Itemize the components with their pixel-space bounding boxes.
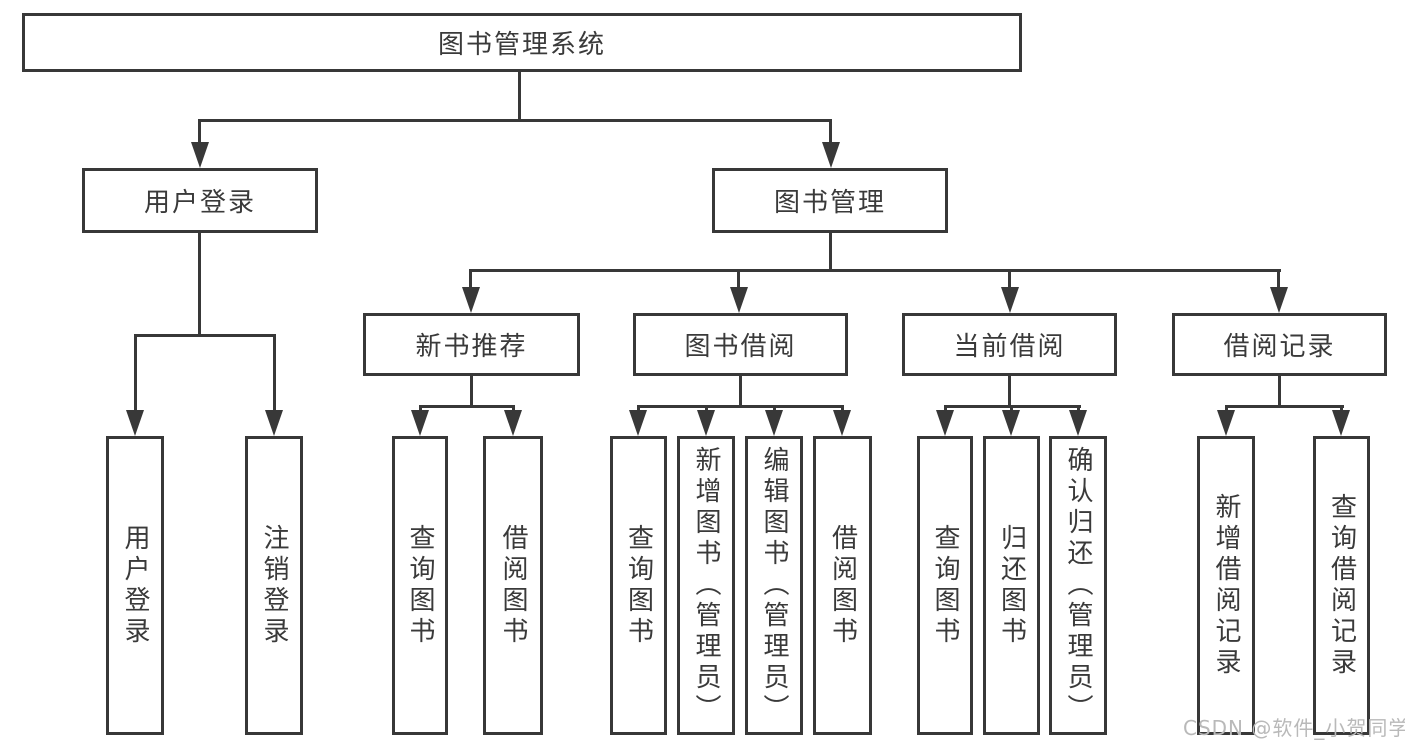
connector-bar bbox=[1225, 405, 1344, 408]
node-new-book-recommend: 新书推荐 bbox=[363, 313, 580, 376]
connector-to-borrow-records bbox=[1277, 269, 1280, 289]
connector-drop bbox=[1010, 405, 1013, 413]
connector-root-bar bbox=[198, 119, 832, 122]
arrow-down-icon bbox=[504, 410, 522, 436]
node-borrow-records: 借阅记录 bbox=[1172, 313, 1387, 376]
arrow-down-icon bbox=[191, 142, 209, 168]
connector-drop bbox=[1340, 405, 1343, 413]
arrow-down-icon bbox=[265, 410, 283, 436]
leaf-edit-books-admin: 编辑图书（管理员） bbox=[745, 436, 803, 735]
node-root-library-management-system: 图书管理系统 bbox=[22, 13, 1022, 72]
connector-drop bbox=[841, 405, 844, 413]
connector-stem bbox=[1008, 376, 1011, 408]
connector-drop bbox=[1225, 405, 1228, 413]
arrow-down-icon bbox=[822, 142, 840, 168]
leaf-confirm-return-admin: 确认归还（管理员） bbox=[1049, 436, 1107, 735]
node-book-borrowing: 图书借阅 bbox=[633, 313, 848, 376]
leaf-query-books-recommend: 查询图书 bbox=[392, 436, 448, 735]
arrow-down-icon bbox=[126, 410, 144, 436]
connector-stem bbox=[739, 376, 742, 408]
leaf-label: 查询图书 bbox=[930, 523, 960, 648]
leaf-borrow-books: 借阅图书 bbox=[813, 436, 872, 735]
leaf-label: 新增借阅记录 bbox=[1211, 492, 1241, 679]
leaf-add-borrow-record: 新增借阅记录 bbox=[1197, 436, 1255, 735]
connector-stem bbox=[1278, 376, 1281, 408]
connector-to-leaf-logout bbox=[273, 334, 276, 412]
leaf-query-borrow-record: 查询借阅记录 bbox=[1313, 436, 1370, 735]
connector-drop bbox=[705, 405, 708, 413]
arrow-down-icon bbox=[697, 410, 715, 436]
connector-to-user-login bbox=[198, 119, 201, 145]
arrow-down-icon bbox=[730, 287, 748, 313]
connector-drop bbox=[944, 405, 947, 413]
leaf-label: 借阅图书 bbox=[498, 523, 528, 648]
leaf-logout: 注销登录 bbox=[245, 436, 303, 735]
connector-to-book-management bbox=[829, 119, 832, 145]
connector-user-login-stem bbox=[198, 233, 201, 337]
connector-to-new-books bbox=[469, 269, 472, 289]
leaf-query-books-borrowing: 查询图书 bbox=[610, 436, 667, 735]
connector-to-leaf-login bbox=[134, 334, 137, 412]
arrow-down-icon bbox=[1270, 287, 1288, 313]
arrow-down-icon bbox=[629, 410, 647, 436]
leaf-label: 查询图书 bbox=[405, 523, 435, 648]
arrow-down-icon bbox=[462, 287, 480, 313]
connector-to-current-borrow bbox=[1008, 269, 1011, 289]
leaf-label: 借阅图书 bbox=[827, 523, 858, 648]
arrow-down-icon bbox=[1001, 287, 1019, 313]
node-user-login: 用户登录 bbox=[82, 168, 318, 233]
connector-drop bbox=[512, 405, 515, 413]
connector-user-login-bar bbox=[134, 334, 276, 337]
leaf-label: 查询借阅记录 bbox=[1326, 492, 1357, 679]
arrow-down-icon bbox=[1217, 410, 1235, 436]
csdn-watermark: CSDN @软件_小贺同学 bbox=[1183, 716, 1405, 740]
arrow-down-icon bbox=[936, 410, 954, 436]
connector-book-mgmt-stem bbox=[829, 233, 832, 271]
connector-book-mgmt-bar bbox=[469, 269, 1281, 272]
leaf-borrow-books-recommend: 借阅图书 bbox=[483, 436, 543, 735]
leaf-label: 注销登录 bbox=[259, 523, 289, 648]
leaf-label: 归还图书 bbox=[996, 523, 1027, 648]
leaf-label: 编辑图书（管理员） bbox=[759, 446, 789, 725]
connector-drop bbox=[637, 405, 640, 413]
connector-drop bbox=[773, 405, 776, 413]
connector-root-stem bbox=[518, 72, 521, 122]
connector-to-book-borrow bbox=[737, 269, 740, 289]
leaf-label: 确认归还（管理员） bbox=[1063, 446, 1093, 725]
leaf-label: 查询图书 bbox=[623, 523, 654, 648]
node-current-borrowing: 当前借阅 bbox=[902, 313, 1117, 376]
arrow-down-icon bbox=[833, 410, 851, 436]
arrow-down-icon bbox=[1332, 410, 1350, 436]
connector-stem bbox=[470, 376, 473, 408]
leaf-query-books-current: 查询图书 bbox=[917, 436, 973, 735]
connector-bar bbox=[419, 405, 515, 408]
leaf-user-login: 用户登录 bbox=[106, 436, 164, 735]
leaf-add-books-admin: 新增图书（管理员） bbox=[677, 436, 735, 735]
arrow-down-icon bbox=[1069, 410, 1087, 436]
arrow-down-icon bbox=[411, 410, 429, 436]
leaf-return-books: 归还图书 bbox=[983, 436, 1040, 735]
connector-bar bbox=[637, 405, 844, 408]
leaf-label: 新增图书（管理员） bbox=[691, 446, 721, 725]
node-book-management: 图书管理 bbox=[712, 168, 948, 233]
leaf-label: 用户登录 bbox=[120, 523, 150, 648]
arrow-down-icon bbox=[1002, 410, 1020, 436]
connector-drop bbox=[1077, 405, 1080, 413]
arrow-down-icon bbox=[765, 410, 783, 436]
connector-drop bbox=[419, 405, 422, 413]
